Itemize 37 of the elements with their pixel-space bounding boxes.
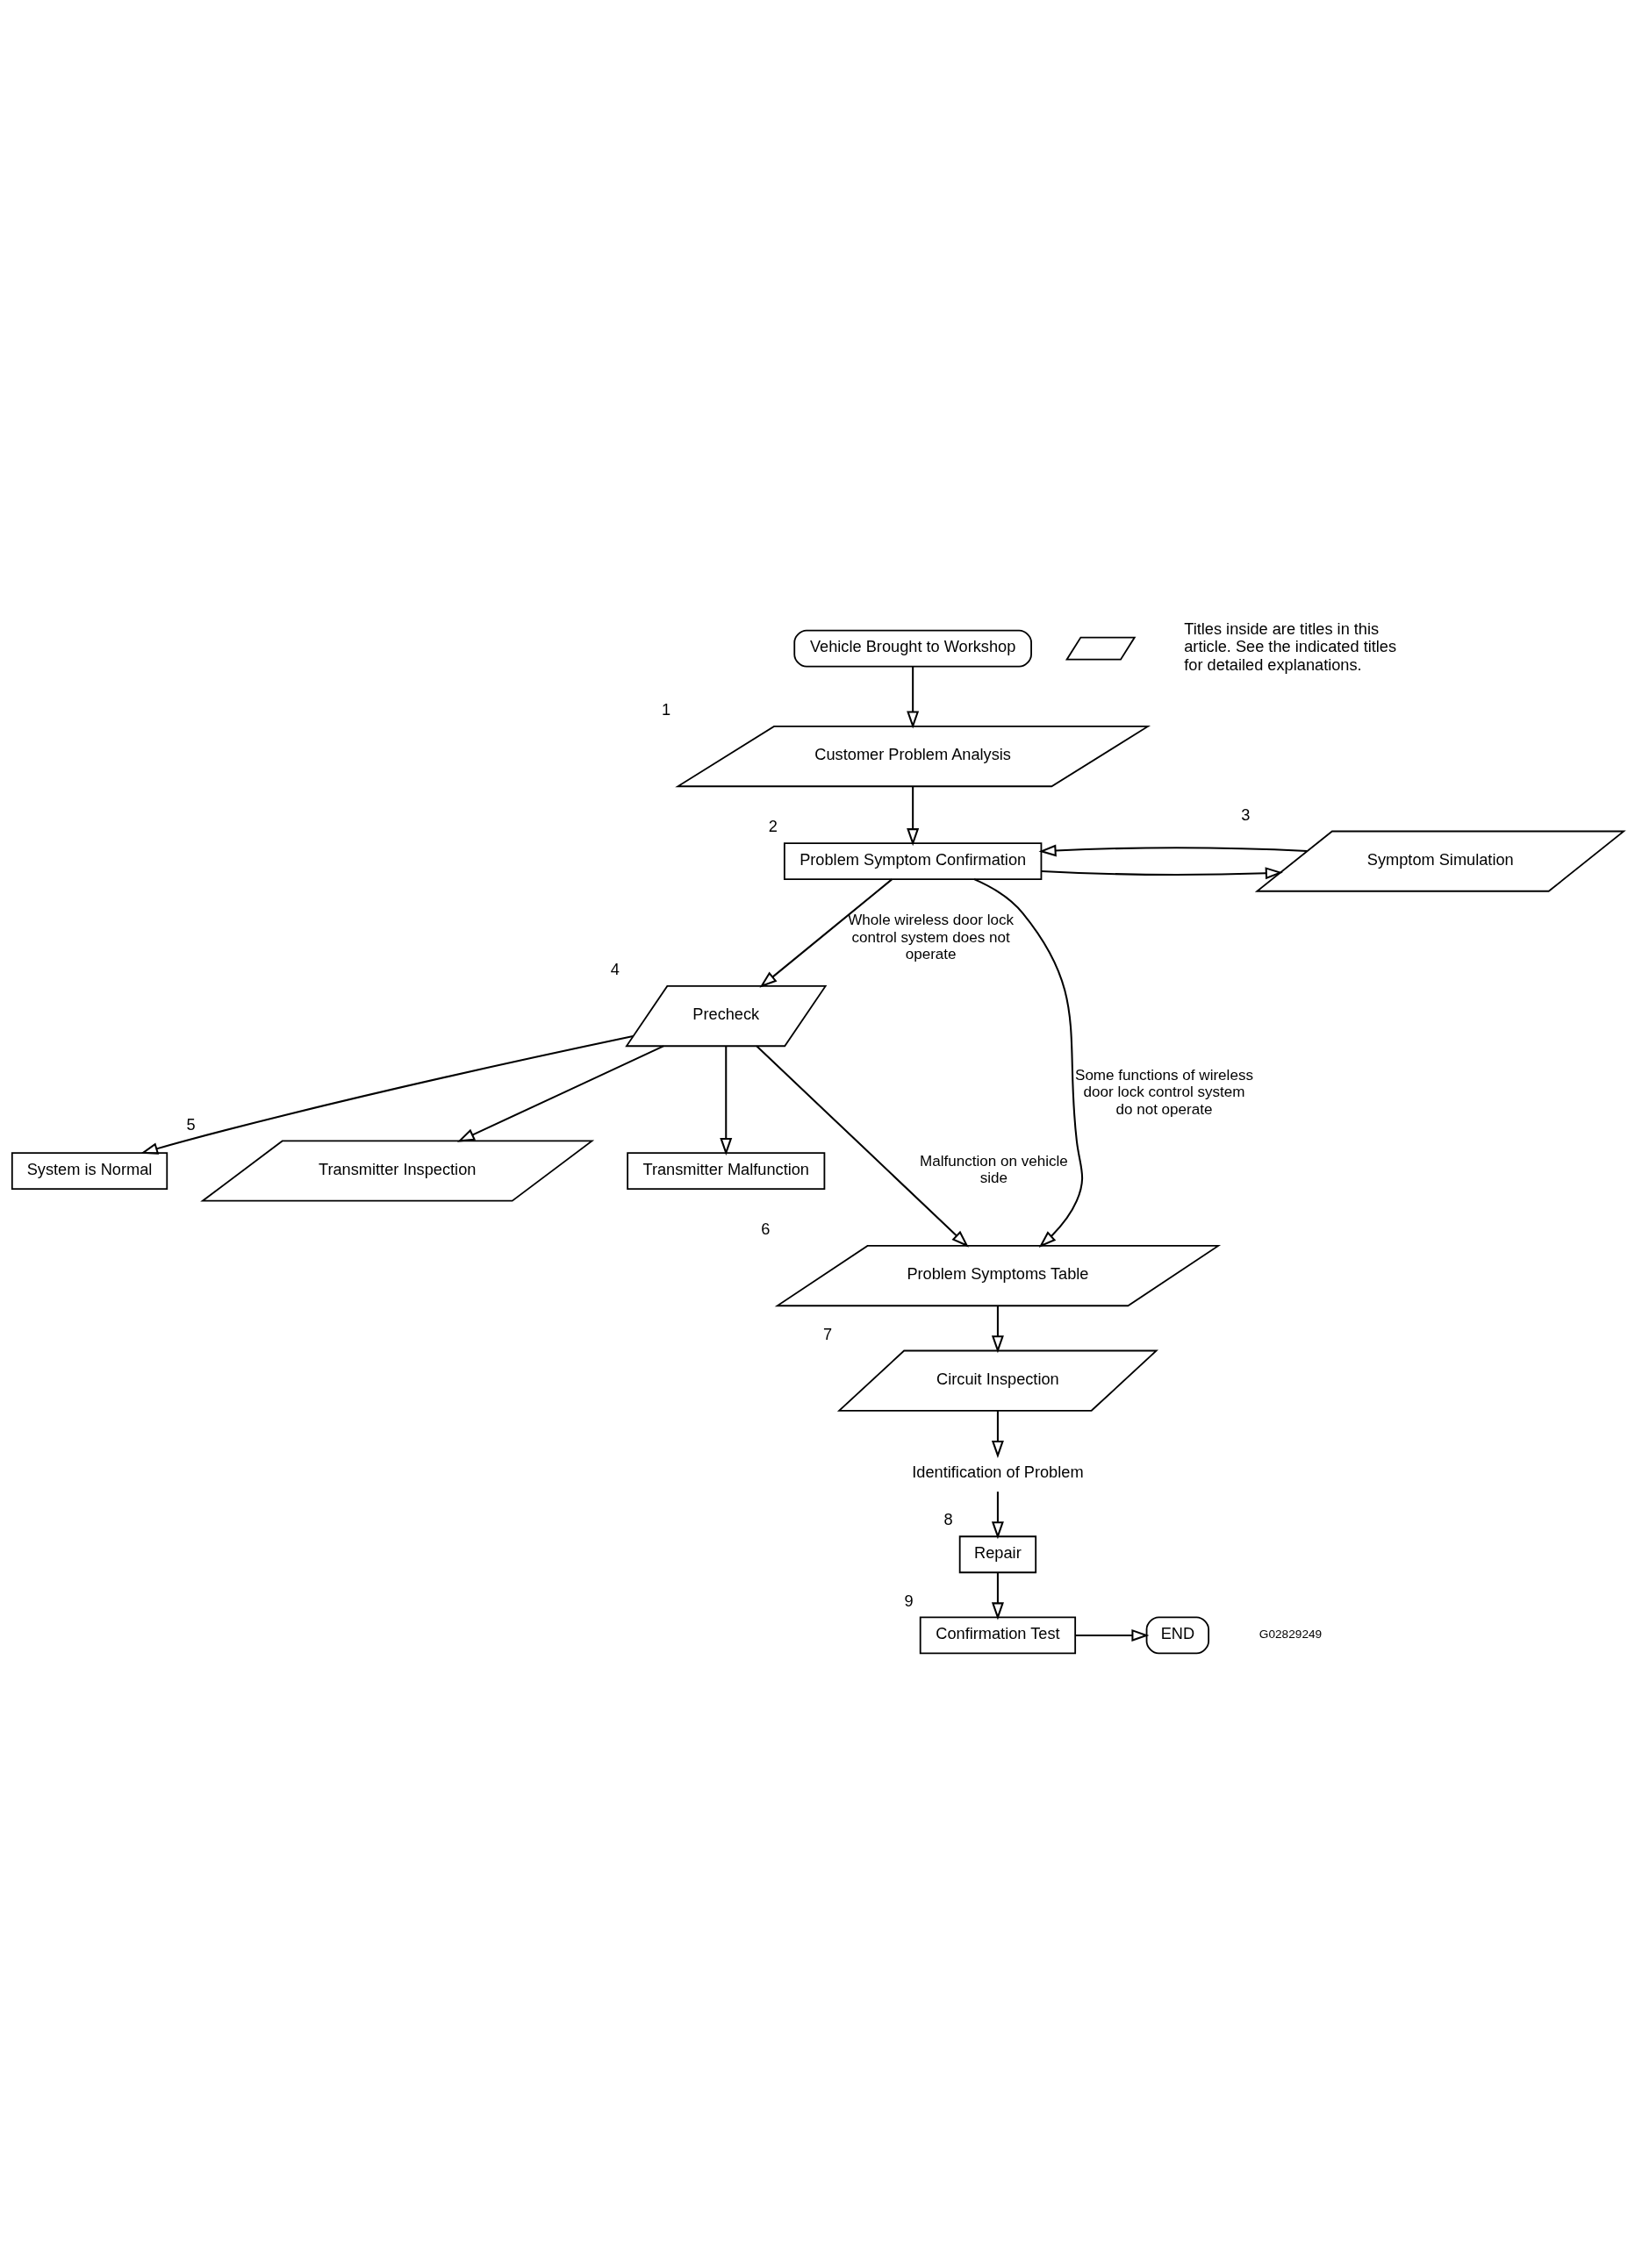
node-label: 4 <box>610 960 620 978</box>
node-box: Confirmation Test <box>919 1616 1076 1654</box>
arrow <box>991 1306 1004 1353</box>
arrow <box>973 877 1083 1248</box>
arrow <box>991 1410 1004 1458</box>
node-label: 7 <box>822 1325 832 1343</box>
legend-label: Titles inside are titles in this article. See the indicated titles for detailed explanations. <box>1183 619 1396 674</box>
arrow <box>906 786 919 846</box>
node-box: Vehicle Brought to Workshop <box>792 629 1032 668</box>
node-box: Transmitter Malfunction <box>626 1151 825 1190</box>
arrow <box>991 1491 1004 1539</box>
arrow <box>1038 843 1307 856</box>
node-label: 9 <box>903 1592 914 1610</box>
node-box: Problem Symptom Confirmation <box>783 841 1042 880</box>
node-label: 3 <box>1240 805 1250 824</box>
arrow <box>1041 866 1283 879</box>
arrow <box>759 878 893 988</box>
arrow <box>991 1571 1004 1620</box>
arrow <box>906 666 919 729</box>
node-box: System is Normal <box>11 1151 168 1190</box>
edge-label: Whole wireless door lock control system does not operate <box>847 911 1014 962</box>
edge-label: Some functions of wireless door lock control system do not operate <box>1074 1066 1253 1118</box>
node-text: Identification of Problem <box>911 1463 1084 1481</box>
node-label: 1 <box>661 700 670 719</box>
node-label: 8 <box>943 1510 953 1528</box>
arrow <box>755 1045 969 1248</box>
label: G02829249 <box>1259 1627 1322 1641</box>
node-label: 2 <box>768 817 778 835</box>
arrow <box>456 1044 663 1142</box>
edge-label: Malfunction on vehicle side <box>919 1152 1068 1186</box>
arrow <box>140 1034 634 1155</box>
node-box: END <box>1145 1616 1209 1654</box>
node-label: 5 <box>186 1115 196 1134</box>
node-box: Repair <box>958 1535 1036 1573</box>
node-label: 6 <box>760 1220 770 1238</box>
arrow <box>719 1045 732 1155</box>
arrow <box>1074 1628 1149 1642</box>
